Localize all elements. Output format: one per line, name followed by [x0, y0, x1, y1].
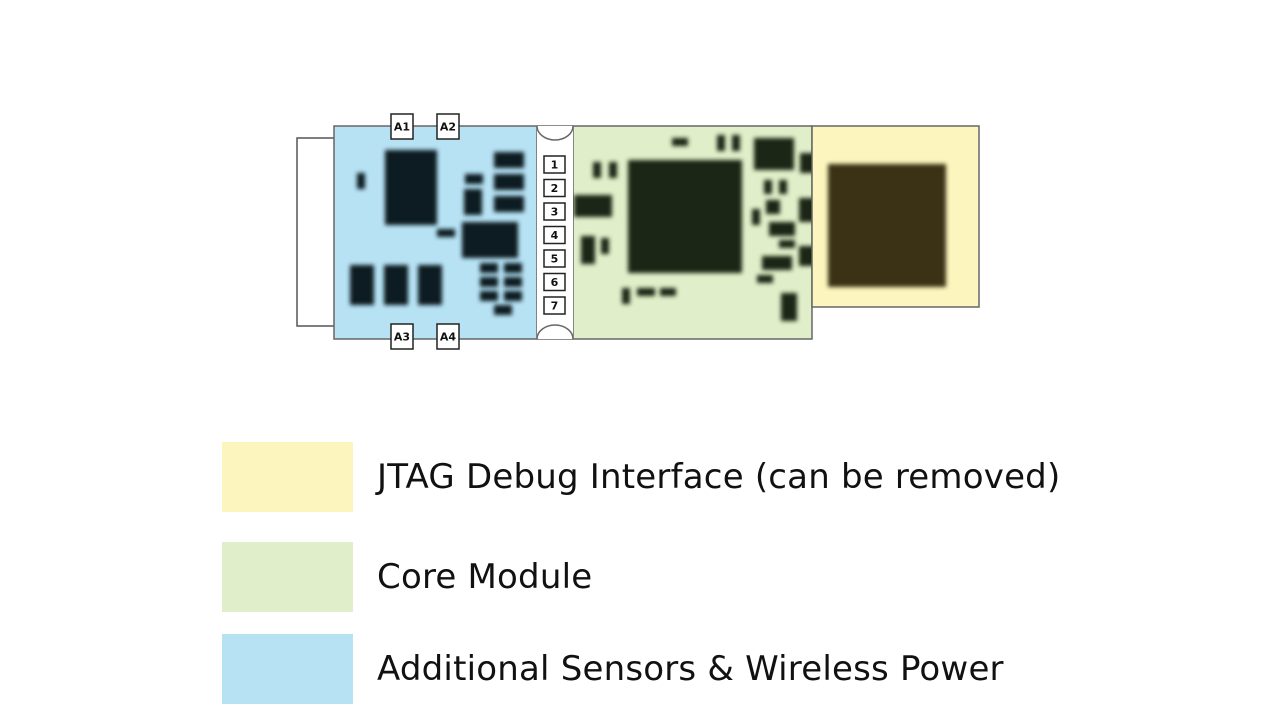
side-pin-a3: A3 — [390, 323, 414, 350]
legend-label-sensors: Additional Sensors & Wireless Power — [377, 649, 1004, 689]
legend-swatch-jtag — [222, 442, 353, 512]
connector-pin-1-box — [543, 155, 566, 174]
connector-pin-5: 5 — [543, 249, 566, 268]
legend-item-jtag: JTAG Debug Interface (can be removed) — [222, 442, 1122, 512]
side-pin-a2: A2 — [436, 113, 460, 140]
connector-pin-3-box — [543, 202, 566, 221]
side-pin-a4-box — [436, 323, 460, 350]
connector-pin-1: 1 — [543, 155, 566, 174]
connector-pin-6-label: 6 — [551, 276, 559, 289]
core-region — [572, 125, 826, 340]
jtag-region — [811, 125, 980, 308]
legend-label-jtag: JTAG Debug Interface (can be removed) — [377, 457, 1061, 497]
connector-pin-3: 3 — [543, 202, 566, 221]
side-pin-a4: A4 — [436, 323, 460, 350]
connector-pin-3-label: 3 — [551, 206, 559, 219]
connector-pin-4-box — [543, 225, 566, 245]
side-pin-a1: A1 — [390, 113, 414, 140]
sensors-region — [333, 125, 538, 340]
connector-pin-7-label: 7 — [551, 300, 559, 313]
connector-pin-4: 4 — [543, 225, 566, 245]
side-pin-a2-box — [436, 113, 460, 140]
legend-item-sensors: Additional Sensors & Wireless Power — [222, 634, 1122, 704]
connector-pin-6: 6 — [543, 272, 566, 292]
connector-pin-2-label: 2 — [551, 182, 559, 195]
connector-pin-2: 2 — [543, 178, 566, 198]
legend-label-core: Core Module — [377, 557, 593, 597]
board-tongue-outline — [296, 137, 334, 327]
side-pin-a2-label: A2 — [440, 121, 456, 134]
connector-pin-7: 7 — [543, 296, 566, 315]
connector-pin-7-box — [543, 296, 566, 315]
connector-pins: 1 2 3 4 5 6 7 — [543, 155, 566, 315]
connector-pin-5-box — [543, 249, 566, 268]
side-pin-a1-box — [390, 113, 414, 140]
connector-pin-6-box — [543, 272, 566, 292]
connector-pin-2-box — [543, 178, 566, 198]
connector-pin-1-label: 1 — [551, 159, 559, 172]
legend-item-core: Core Module — [222, 542, 1122, 612]
side-pin-a3-box — [390, 323, 414, 350]
legend-swatch-core — [222, 542, 353, 612]
side-pin-a1-label: A1 — [394, 121, 410, 134]
side-pin-a3-label: A3 — [394, 331, 410, 344]
legend-swatch-sensors — [222, 634, 353, 704]
connector-pin-4-label: 4 — [551, 229, 559, 242]
connector-pin-5-label: 5 — [551, 253, 559, 266]
side-pin-a4-label: A4 — [440, 331, 457, 344]
